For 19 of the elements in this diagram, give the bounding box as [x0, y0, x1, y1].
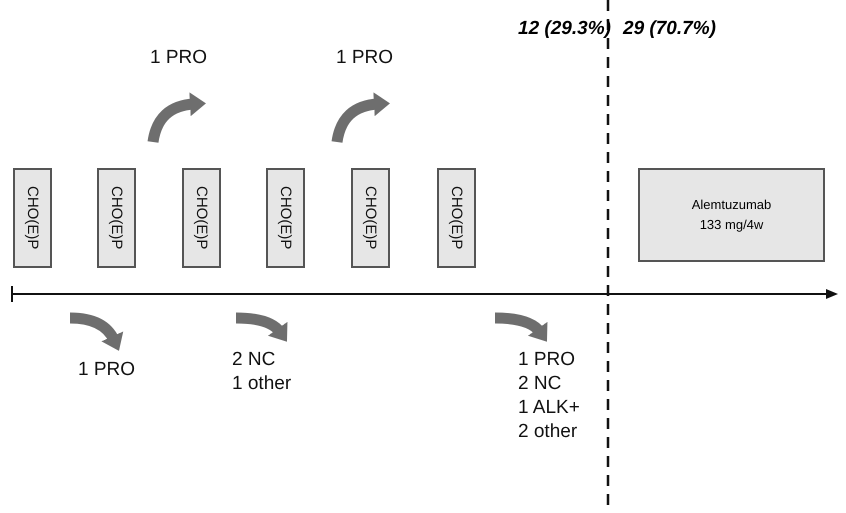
- regimen-box: CHO(E)P: [182, 168, 221, 268]
- curved-arrow: [70, 312, 123, 351]
- percentage-label: 29 (70.7%): [623, 18, 716, 40]
- treatment-box: Alemtuzumab 133 mg/4w: [638, 168, 825, 262]
- outcome-text: 1 PRO: [336, 46, 394, 70]
- curved-arrow: [494, 312, 548, 342]
- outcome-text: 2 NC 1 other: [232, 348, 292, 396]
- regimen-box: CHO(E)P: [13, 168, 52, 268]
- regimen-box: CHO(E)P: [97, 168, 136, 268]
- outcome-text: 1 PRO: [78, 358, 136, 382]
- outcome-text: 1 PRO 2 NC 1 ALK+ 2 other: [518, 348, 580, 444]
- regimen-box: CHO(E)P: [351, 168, 390, 268]
- regimen-box: CHO(E)P: [266, 168, 305, 268]
- curved-arrow: [332, 92, 390, 143]
- regimen-box: CHO(E)P: [437, 168, 476, 268]
- outcome-text: 1 PRO: [150, 46, 208, 70]
- curved-arrow: [148, 92, 206, 143]
- percentage-label: 12 (29.3%): [518, 18, 611, 40]
- curved-arrow: [236, 312, 288, 342]
